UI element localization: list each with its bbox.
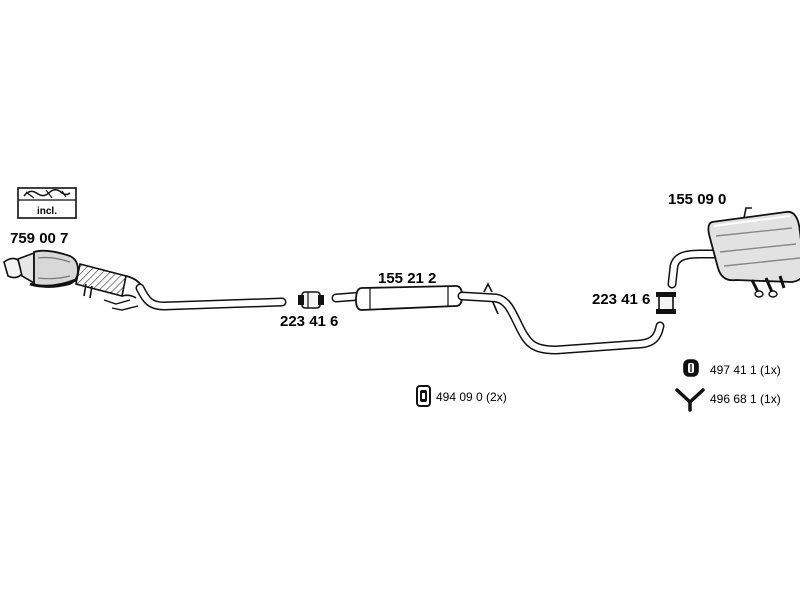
middle-silencer	[331, 282, 499, 315]
label-rubber-mount-a: 494 09 0 (2x)	[436, 390, 507, 404]
rubber-mount-icon	[683, 359, 699, 377]
label-rear-silencer: 155 09 0	[668, 191, 726, 208]
label-catalytic-converter: 759 00 7	[10, 230, 68, 247]
rear-pipe	[457, 291, 665, 355]
label-middle-silencer: 155 21 2	[378, 270, 436, 287]
rear-silencer	[667, 207, 800, 298]
kit-badge-label: incl.	[37, 206, 57, 217]
catalytic-converter	[3, 249, 147, 311]
label-rubber-mount-b: 497 41 1 (1x)	[710, 363, 781, 377]
front-gasket-clamp	[298, 291, 324, 309]
label-rear-gasket: 223 41 6	[592, 291, 650, 308]
rubber-mount-icon	[416, 385, 431, 407]
y-bracket-icon	[675, 388, 705, 412]
kit-box-icon: incl.	[17, 187, 77, 219]
rear-gasket-clamp	[656, 292, 676, 314]
label-front-gasket: 223 41 6	[280, 313, 338, 330]
front-pipe	[135, 283, 287, 311]
label-y-bracket: 496 68 1 (1x)	[710, 392, 781, 406]
